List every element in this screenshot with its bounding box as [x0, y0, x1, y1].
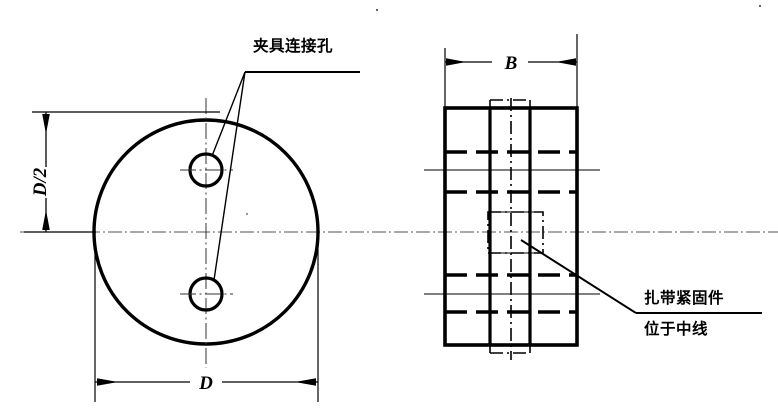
left-view-group: D/2 D 夹具连接孔 — [24, 36, 360, 402]
fixture-hole-leader-to-upper — [211, 71, 246, 157]
fixture-hole-leader-group — [211, 71, 360, 281]
tie-fastener-leader-diagonal — [520, 239, 637, 314]
fixture-hole-label: 夹具连接孔 — [253, 36, 333, 55]
speckle-1 — [375, 8, 379, 12]
tie-fastener-label-line1: 扎带紧固件 — [644, 288, 724, 307]
b-arrow-right — [556, 58, 576, 66]
d-arrow-left — [97, 378, 118, 386]
d2-arrow-up — [42, 114, 50, 134]
speckle-2 — [758, 4, 762, 8]
d-arrow-right — [295, 378, 316, 386]
b-arrow-left — [446, 58, 466, 66]
fixture-hole-leader-to-lower — [213, 71, 246, 281]
b-dimension-text: B — [504, 53, 518, 74]
b-dimension-group: B — [445, 53, 577, 74]
tie-fastener-leader-group — [520, 239, 762, 314]
d2-arrow-down — [42, 210, 50, 230]
d-dimension-text: D — [198, 373, 213, 394]
d2-dimension-text: D/2 — [30, 167, 51, 197]
scan-speckles — [246, 4, 762, 215]
speckle-3 — [246, 213, 248, 215]
d-dimension-group: D — [95, 373, 318, 394]
tie-fastener-label-line2: 位于中线 — [644, 319, 708, 338]
d2-dimension-group: D/2 — [30, 112, 51, 232]
right-view-group: B 扎带紧固件 位于中线 — [424, 34, 762, 360]
